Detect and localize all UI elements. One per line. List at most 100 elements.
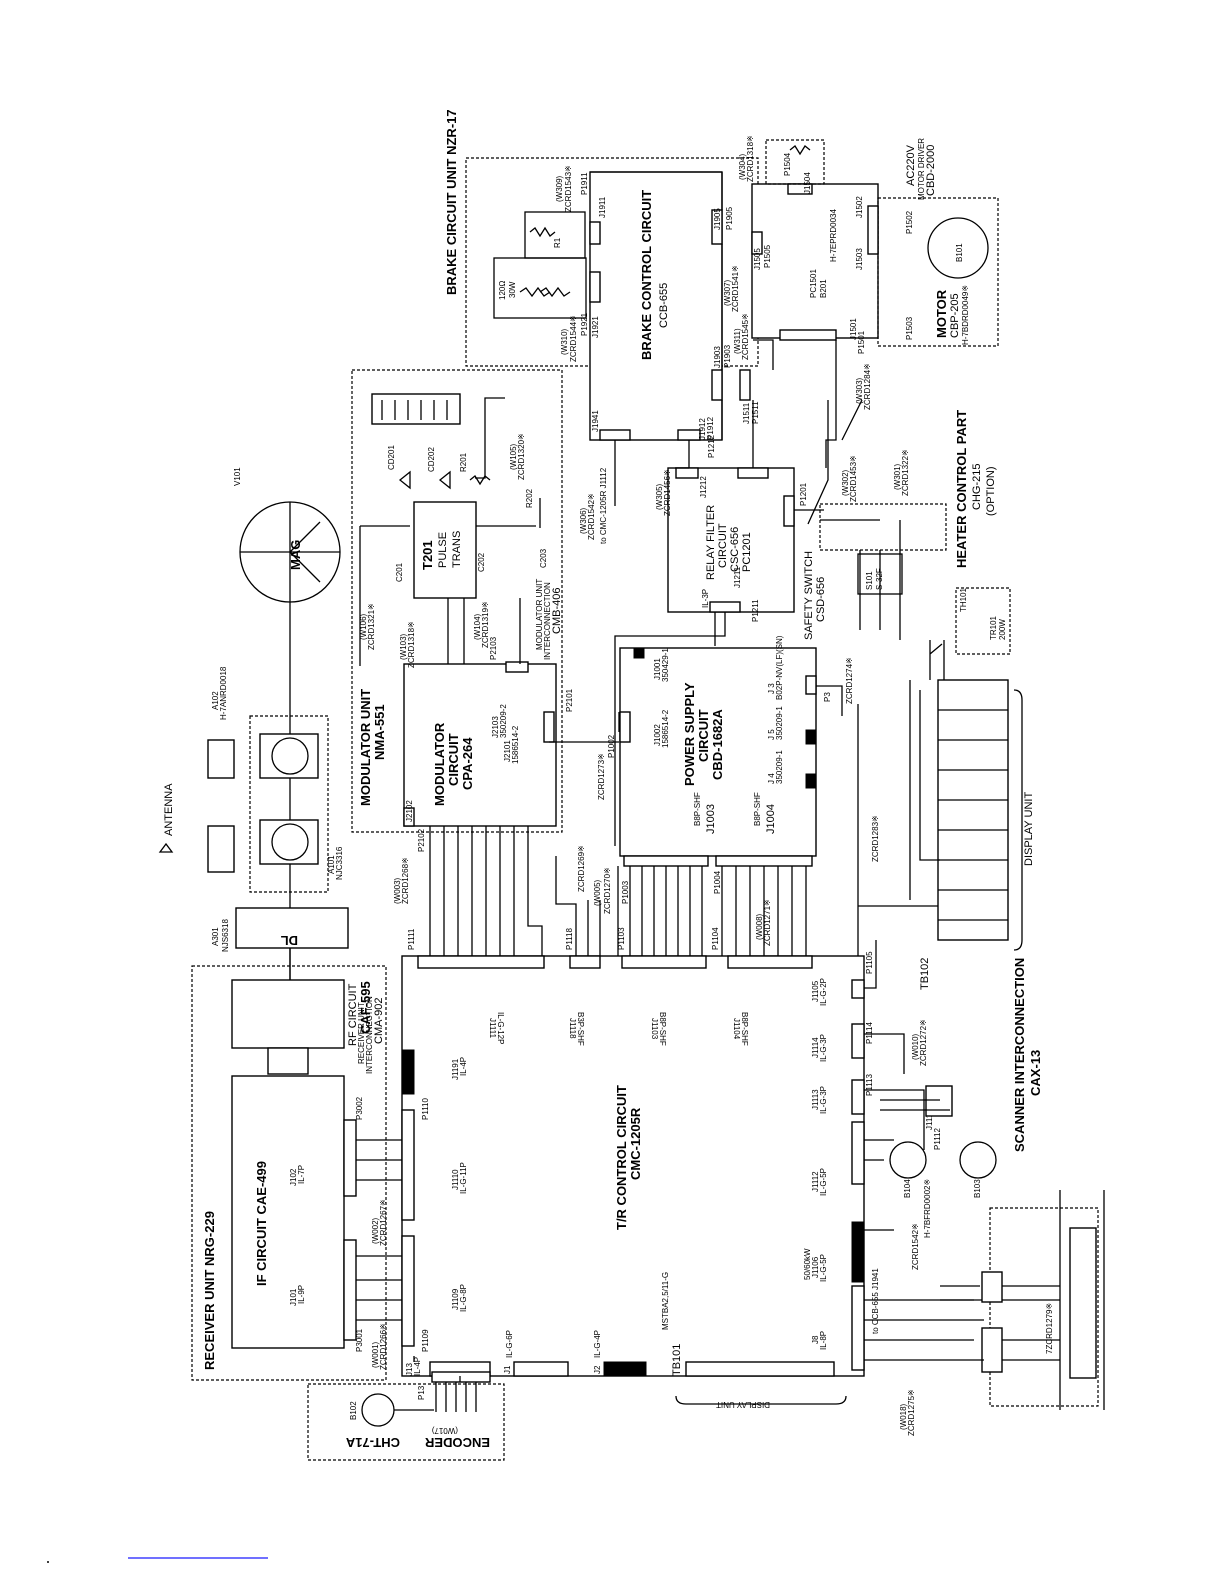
tr-label: T/R CONTROL CIRCUIT [614, 1085, 629, 1230]
scanner-id: CAX-13 [1028, 1050, 1043, 1096]
j2102-label: J2102 [405, 800, 414, 822]
p1511-label: P1511 [751, 401, 760, 424]
j1106-tag: 50/60kW [803, 1248, 812, 1280]
z1274-label: ZCRD1274※ [845, 657, 854, 704]
b101-label: B101 [955, 243, 964, 262]
z1269-label: ZCRD1269※ [577, 845, 586, 892]
j1212-label: J1212 [699, 476, 708, 498]
j1903-label: J1903 [713, 346, 722, 368]
j1941-label: J1941 [591, 410, 600, 432]
b102-label: B102 [349, 1401, 358, 1420]
j1114-label: J1114 [811, 1037, 820, 1058]
w305-label: (W305) [655, 483, 664, 510]
j2-label: J2 [593, 1365, 602, 1374]
p1114-label: P1114 [865, 1022, 874, 1044]
safety-label: SAFETY SWITCH [803, 551, 815, 640]
w309-label: (W309) [555, 175, 564, 202]
j1-spec: IL-G-6P [505, 1330, 514, 1358]
j3-spec: B02P-NV(LF)(SN) [775, 635, 784, 700]
j1002-spec: 1586514-2 [661, 709, 670, 748]
p1903-label: P1903 [723, 344, 732, 368]
w307-label: (W307) [723, 279, 732, 306]
j1105-label: J1105 [811, 980, 820, 1002]
w103-label: (W103) [399, 633, 408, 660]
w010-id: ZCRD1272※ [919, 1019, 928, 1066]
relay-label: RELAY FILTER [705, 505, 717, 580]
scanner-interconnection: SCANNER INTERCONNECTION CAX-13 B104 H-7B… [871, 958, 1105, 1436]
modulator-unit-id: NMA-551 [372, 704, 387, 760]
heater-option: (OPTION) [985, 467, 997, 517]
w001-label: (W001) [371, 1341, 380, 1368]
j1110-spec: IL-G-11P [459, 1162, 468, 1194]
j1905-label: J1905 [713, 208, 722, 230]
p1504-label: P1504 [783, 152, 792, 176]
p1113-label: P1113 [865, 1074, 874, 1096]
rf-id: CAF-595 [358, 981, 373, 1034]
j1503-label: J1503 [855, 248, 864, 270]
j1111-spec: IL-G-12P [496, 1012, 505, 1044]
p1912-label: P1912 [706, 416, 715, 440]
motor-b104 [889, 1141, 927, 1179]
scanner-label: SCANNER INTERCONNECTION [1012, 958, 1027, 1152]
w005-label: (W005) [593, 879, 602, 906]
p2103-label: P2103 [489, 636, 498, 660]
w003-id: ZCRD1268※ [401, 857, 410, 904]
s101-label: S101 [865, 571, 874, 590]
brake-control-label: BRAKE CONTROL CIRCUIT [639, 190, 654, 360]
j1112-label: J1112 [811, 1171, 820, 1192]
mod-inter-label-2: INTERCONNECTION [543, 582, 552, 660]
magnetron-path: MAG V101 A102 H-7ANRD0018 A101 NJC3316 A… [158, 467, 349, 980]
safety-id: CSD-656 [815, 577, 827, 622]
to-ccb-label: to CCB-655 J1941 [871, 1268, 880, 1334]
c201-label: C201 [395, 562, 404, 582]
w002-label: (W002) [371, 1217, 380, 1244]
w301-label: (W301) [893, 463, 902, 490]
j1211-label: J1211 [733, 566, 742, 588]
j1004-spec: B8P-SHF [753, 792, 762, 826]
tr101-label: TR101 [989, 615, 998, 640]
j1001-spec: 350429-1 [661, 648, 670, 682]
j1109-label: J1109 [451, 1288, 460, 1310]
modulator-label: MODULATOR [432, 722, 447, 806]
j1002-label: J1002 [653, 724, 662, 746]
motor-driver-id: CBD-2000 [925, 145, 937, 196]
c203-label: C203 [539, 548, 548, 568]
r1-ref: R1 [553, 237, 562, 248]
w104-id: ZCRD1319※ [481, 601, 490, 648]
j1191-label: J1191 [451, 1058, 460, 1080]
p1003-label: P1003 [621, 880, 630, 904]
w008-id: ZCRD1271※ [763, 899, 772, 946]
j1911-label: J1911 [598, 196, 607, 218]
motor-driver-board [751, 183, 879, 339]
w018-label: (W018) [899, 1403, 908, 1430]
j5-label: J 5 [767, 729, 776, 740]
j1105-spec: IL-G-2P [819, 978, 828, 1006]
th101-label: TH101 [959, 587, 968, 612]
p1110-label: P1110 [421, 1098, 430, 1120]
p1212-label: P1212 [707, 434, 716, 458]
tb101-spec: MSTBA2,5/11-G [661, 1272, 670, 1330]
j4-spec: 350209-1 [775, 750, 784, 784]
c202-label: C202 [477, 552, 486, 572]
w310-label: (W310) [560, 328, 569, 355]
corner-mark [47, 1561, 49, 1563]
modulator-unit: MODULATOR UNIT NMA-551 T201 PULSE TRANS … [351, 369, 574, 852]
j1109-spec: IL-G-8P [459, 1284, 468, 1312]
j1004-label: J1004 [765, 804, 777, 834]
heater-control: HEATER CONTROL PART CHG-215 (OPTION) TH1… [954, 410, 1011, 655]
w104-label: (W104) [473, 613, 482, 640]
tb101-label: TB101 [671, 1344, 683, 1376]
encoder-id: CHT-71A [345, 1435, 400, 1450]
p1111-label: P1111 [407, 928, 416, 950]
j1106-spec: IL-G-5P [819, 1254, 828, 1282]
p3002-label: P3002 [355, 1096, 364, 1120]
b104-label: B104 [903, 1179, 912, 1198]
j1104-spec: B8P-SHF [740, 1012, 749, 1046]
rx-inter-label-2: INTERCONNECTION [365, 996, 374, 1074]
j1103-label: J1103 [650, 1018, 659, 1040]
p1103-label: P1103 [617, 927, 626, 950]
motor-label: MOTOR [934, 289, 949, 338]
j1211-spec: IL-3P [701, 589, 710, 608]
p1911-label: P1911 [580, 172, 589, 195]
